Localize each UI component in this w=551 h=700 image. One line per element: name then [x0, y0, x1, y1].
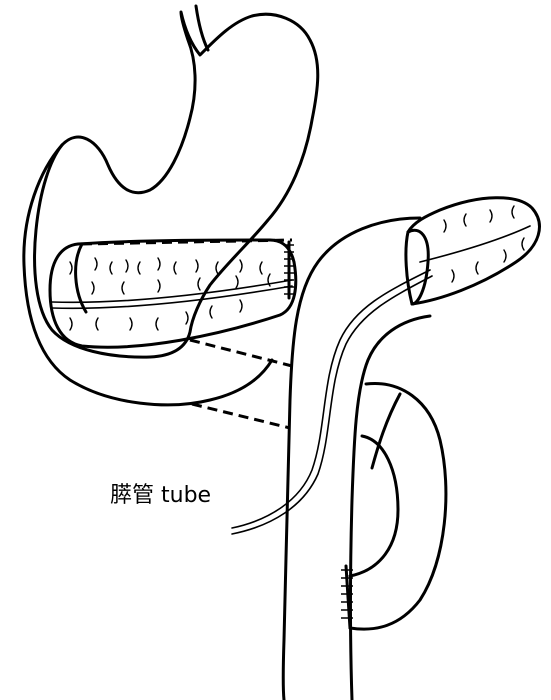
- distal-pancreas-duct: [420, 226, 530, 262]
- stomach-outline: [35, 12, 318, 357]
- esophagus-right-line: [196, 6, 208, 50]
- pancreas-remnant-outline: [50, 240, 296, 347]
- pancreatic-tube-outer: [232, 270, 430, 528]
- anastomosis-stitches: [341, 570, 353, 618]
- pancreatic-tube-inner: [232, 276, 432, 534]
- dashed-line-lower-2: [192, 404, 290, 428]
- tube-label: 膵管 tube: [110, 485, 211, 507]
- jejunum-right-wall: [351, 316, 431, 700]
- dashed-line-lower-1: [190, 340, 292, 366]
- stomach-greater-curve: [24, 145, 272, 405]
- distal-pancreas-outline: [406, 198, 540, 304]
